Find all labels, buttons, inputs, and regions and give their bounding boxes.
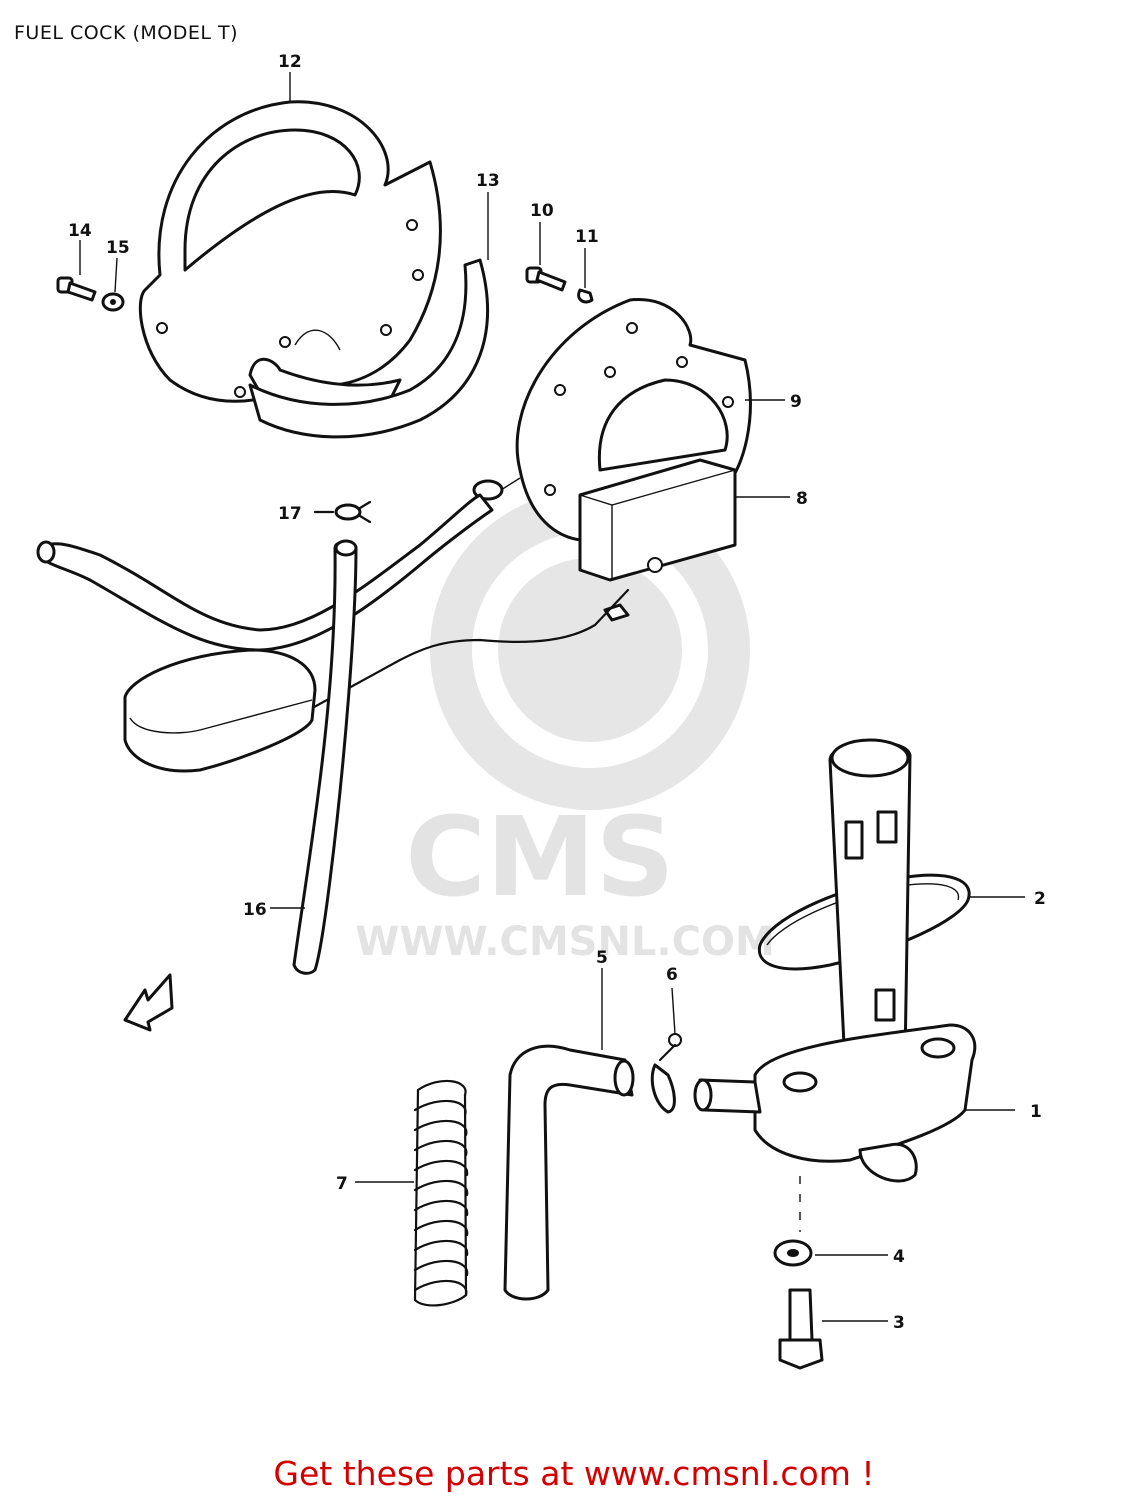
part-4-washer[interactable] [773,1239,813,1267]
callout-7: 7 [336,1174,348,1194]
part-5-elbow-hose[interactable] [503,1044,635,1301]
part-15-washer[interactable] [101,292,125,312]
callout-17: 17 [278,504,302,524]
callout-5: 5 [596,948,608,968]
part-6-clamp[interactable] [650,1033,682,1114]
page-title: FUEL COCK (MODEL T) [14,22,238,44]
part-13-strip[interactable] [248,258,489,439]
callout-14: 14 [68,221,92,241]
callout-9: 9 [790,392,802,412]
callout-13: 13 [476,171,500,191]
callout-11: 11 [575,227,599,247]
callout-labels: 1 2 3 4 5 6 7 8 9 10 11 12 13 14 15 16 1… [68,52,1046,1333]
callout-12: 12 [278,52,302,72]
callout-16: 16 [243,900,267,920]
part-17-clip[interactable] [313,500,372,524]
leader-lines [79,72,1025,1322]
watermark-url: WWW.CMSNL.COM [355,919,775,965]
cmsnl-footer-link[interactable]: Get these parts at www.cmsnl.com ! [273,1454,875,1493]
callout-8: 8 [796,489,808,509]
callout-3: 3 [893,1313,905,1333]
callout-1: 1 [1030,1102,1042,1122]
part-11-washer[interactable] [577,288,594,304]
part-14-screw[interactable] [56,276,97,302]
part-7-spring[interactable] [413,1079,469,1307]
callout-6: 6 [666,965,678,985]
breather-hose[interactable] [36,493,494,652]
part-3-bolt[interactable] [778,1288,824,1370]
cms-watermark: CMS WWW.CMSNL.COM [355,490,775,965]
front-direction-arrow [123,973,174,1032]
part-16-vertical-tube[interactable] [292,539,358,975]
watermark-brand: CMS [405,793,674,921]
callout-2: 2 [1034,889,1046,909]
part-8-sender-unit[interactable] [578,458,737,622]
callout-10: 10 [530,201,554,221]
part-1-fuel-cock[interactable] [693,738,977,1232]
callout-4: 4 [893,1247,905,1267]
part-10-screw[interactable] [525,266,567,292]
float[interactable] [123,648,317,773]
callout-15: 15 [106,238,130,258]
part-12-mount-ring[interactable] [138,100,442,425]
